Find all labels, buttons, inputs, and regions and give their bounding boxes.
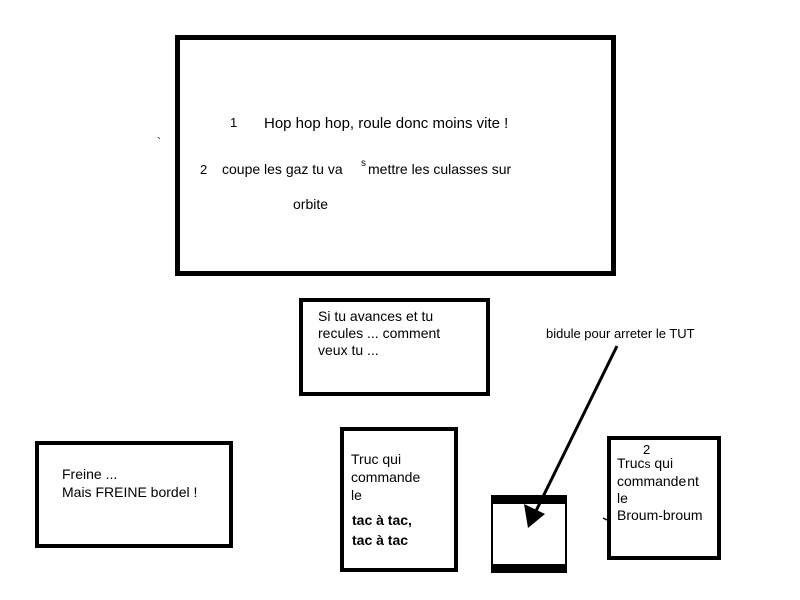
left-box-text: Freine ... Mais FREINE bordel ! [62, 465, 197, 501]
left-line-2: Mais FREINE bordel ! [62, 484, 198, 500]
stray-mark: ` [157, 135, 161, 149]
callout-arrow-shaft [532, 345, 619, 516]
center-line-1: Si tu avances et tu [318, 308, 434, 324]
broum-box [607, 436, 721, 560]
center-line-3: veux tu ... [318, 342, 379, 358]
broum-line-1: Trucs qui [617, 455, 674, 471]
main-line-2-superscript: s [361, 158, 366, 169]
broum-line-4: Broum-broum [617, 507, 703, 523]
tac-line-1: Truc qui [351, 451, 402, 467]
broum-number: 2 [643, 442, 651, 457]
broum-box-text: Trucs qui commandent le Broum-broum [617, 455, 703, 524]
tac-bold-line-1: tac à tac, [352, 512, 412, 528]
main-line-3: orbite [293, 196, 329, 212]
tac-box-text: Truc qui commande le [351, 450, 420, 504]
tac-box [340, 427, 458, 572]
main-number-1: 1 [230, 115, 238, 130]
callout-label: bidule pour arreter le TUT [546, 326, 695, 341]
center-box [299, 298, 490, 396]
main-line-1: Hop hop hop, roule donc moins vite ! [264, 115, 509, 132]
tac-line-3: le [351, 487, 362, 503]
main-line-2b: mettre les culasses sur [368, 161, 512, 177]
left-line-1: Freine ... [62, 466, 118, 482]
tac-bold-line-2: tac à tac [352, 532, 409, 548]
main-line-2a: coupe les gaz tu va [222, 161, 343, 177]
broum-line-3: le [617, 490, 628, 506]
tac-box-bold-text: tac à tac, tac à tac [352, 510, 412, 550]
main-number-2: 2 [200, 162, 208, 177]
center-box-text: Si tu avances et tu recules ... comment … [318, 308, 440, 359]
broum-line-2: commandent [617, 473, 699, 489]
center-line-2: recules ... comment [318, 325, 441, 341]
tac-line-2: commande [351, 469, 421, 485]
main-box [175, 35, 616, 276]
tut-device [491, 495, 567, 573]
left-box [35, 441, 233, 548]
